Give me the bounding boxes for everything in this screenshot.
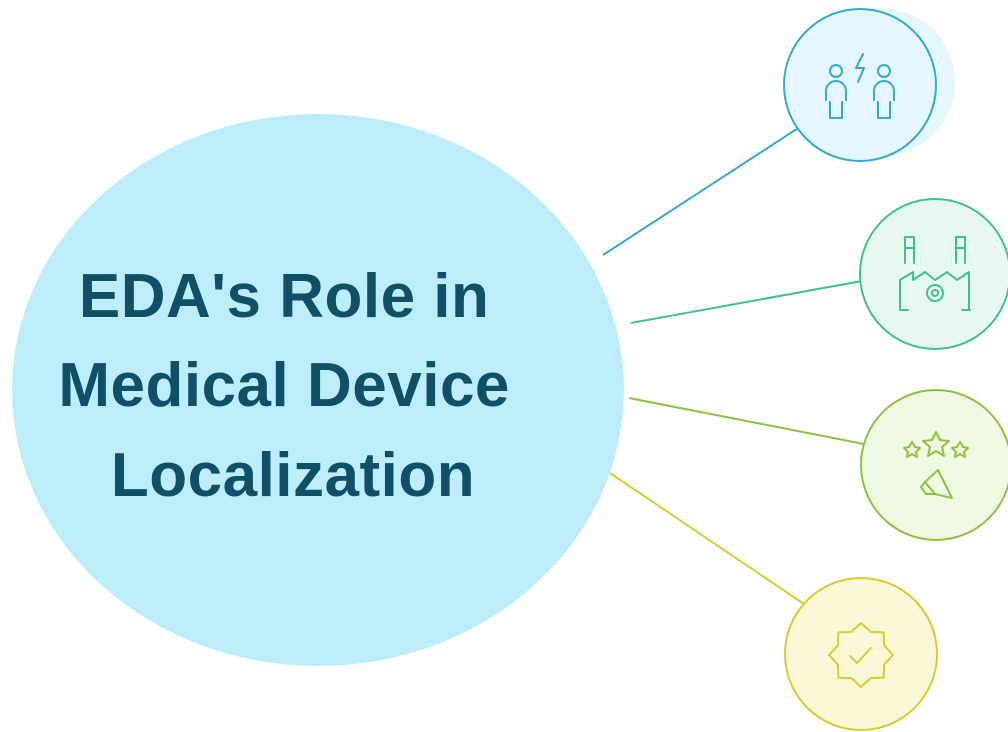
connector-line-collaboration xyxy=(602,122,807,256)
central-title-line-1: EDA's Role in xyxy=(79,262,490,331)
promotion-node-circle xyxy=(860,389,1008,541)
factory-gear-icon xyxy=(899,236,971,311)
connector-line-quality xyxy=(609,472,808,607)
people-collaboration-icon xyxy=(825,53,895,119)
promotion-node[interactable] xyxy=(860,389,1008,541)
central-title-line-3: Localization xyxy=(111,441,475,510)
manufacturing-node-circle xyxy=(859,198,1008,350)
quality-assurance-node-circle xyxy=(784,577,938,731)
quality-assurance-node[interactable] xyxy=(784,577,938,731)
central-title: EDA's Role in Medical Device Localizatio… xyxy=(58,262,527,510)
central-title-line-2: Medical Device xyxy=(58,351,510,420)
connector-line-manufacturing xyxy=(630,280,863,324)
certified-badge-icon xyxy=(828,622,894,688)
manufacturing-node[interactable] xyxy=(859,198,1008,350)
collaboration-node[interactable] xyxy=(783,8,955,162)
central-circle xyxy=(12,114,624,666)
collaboration-node-circle xyxy=(783,8,937,162)
stars-megaphone-icon xyxy=(903,431,969,499)
connector-line-promotion xyxy=(628,397,865,445)
